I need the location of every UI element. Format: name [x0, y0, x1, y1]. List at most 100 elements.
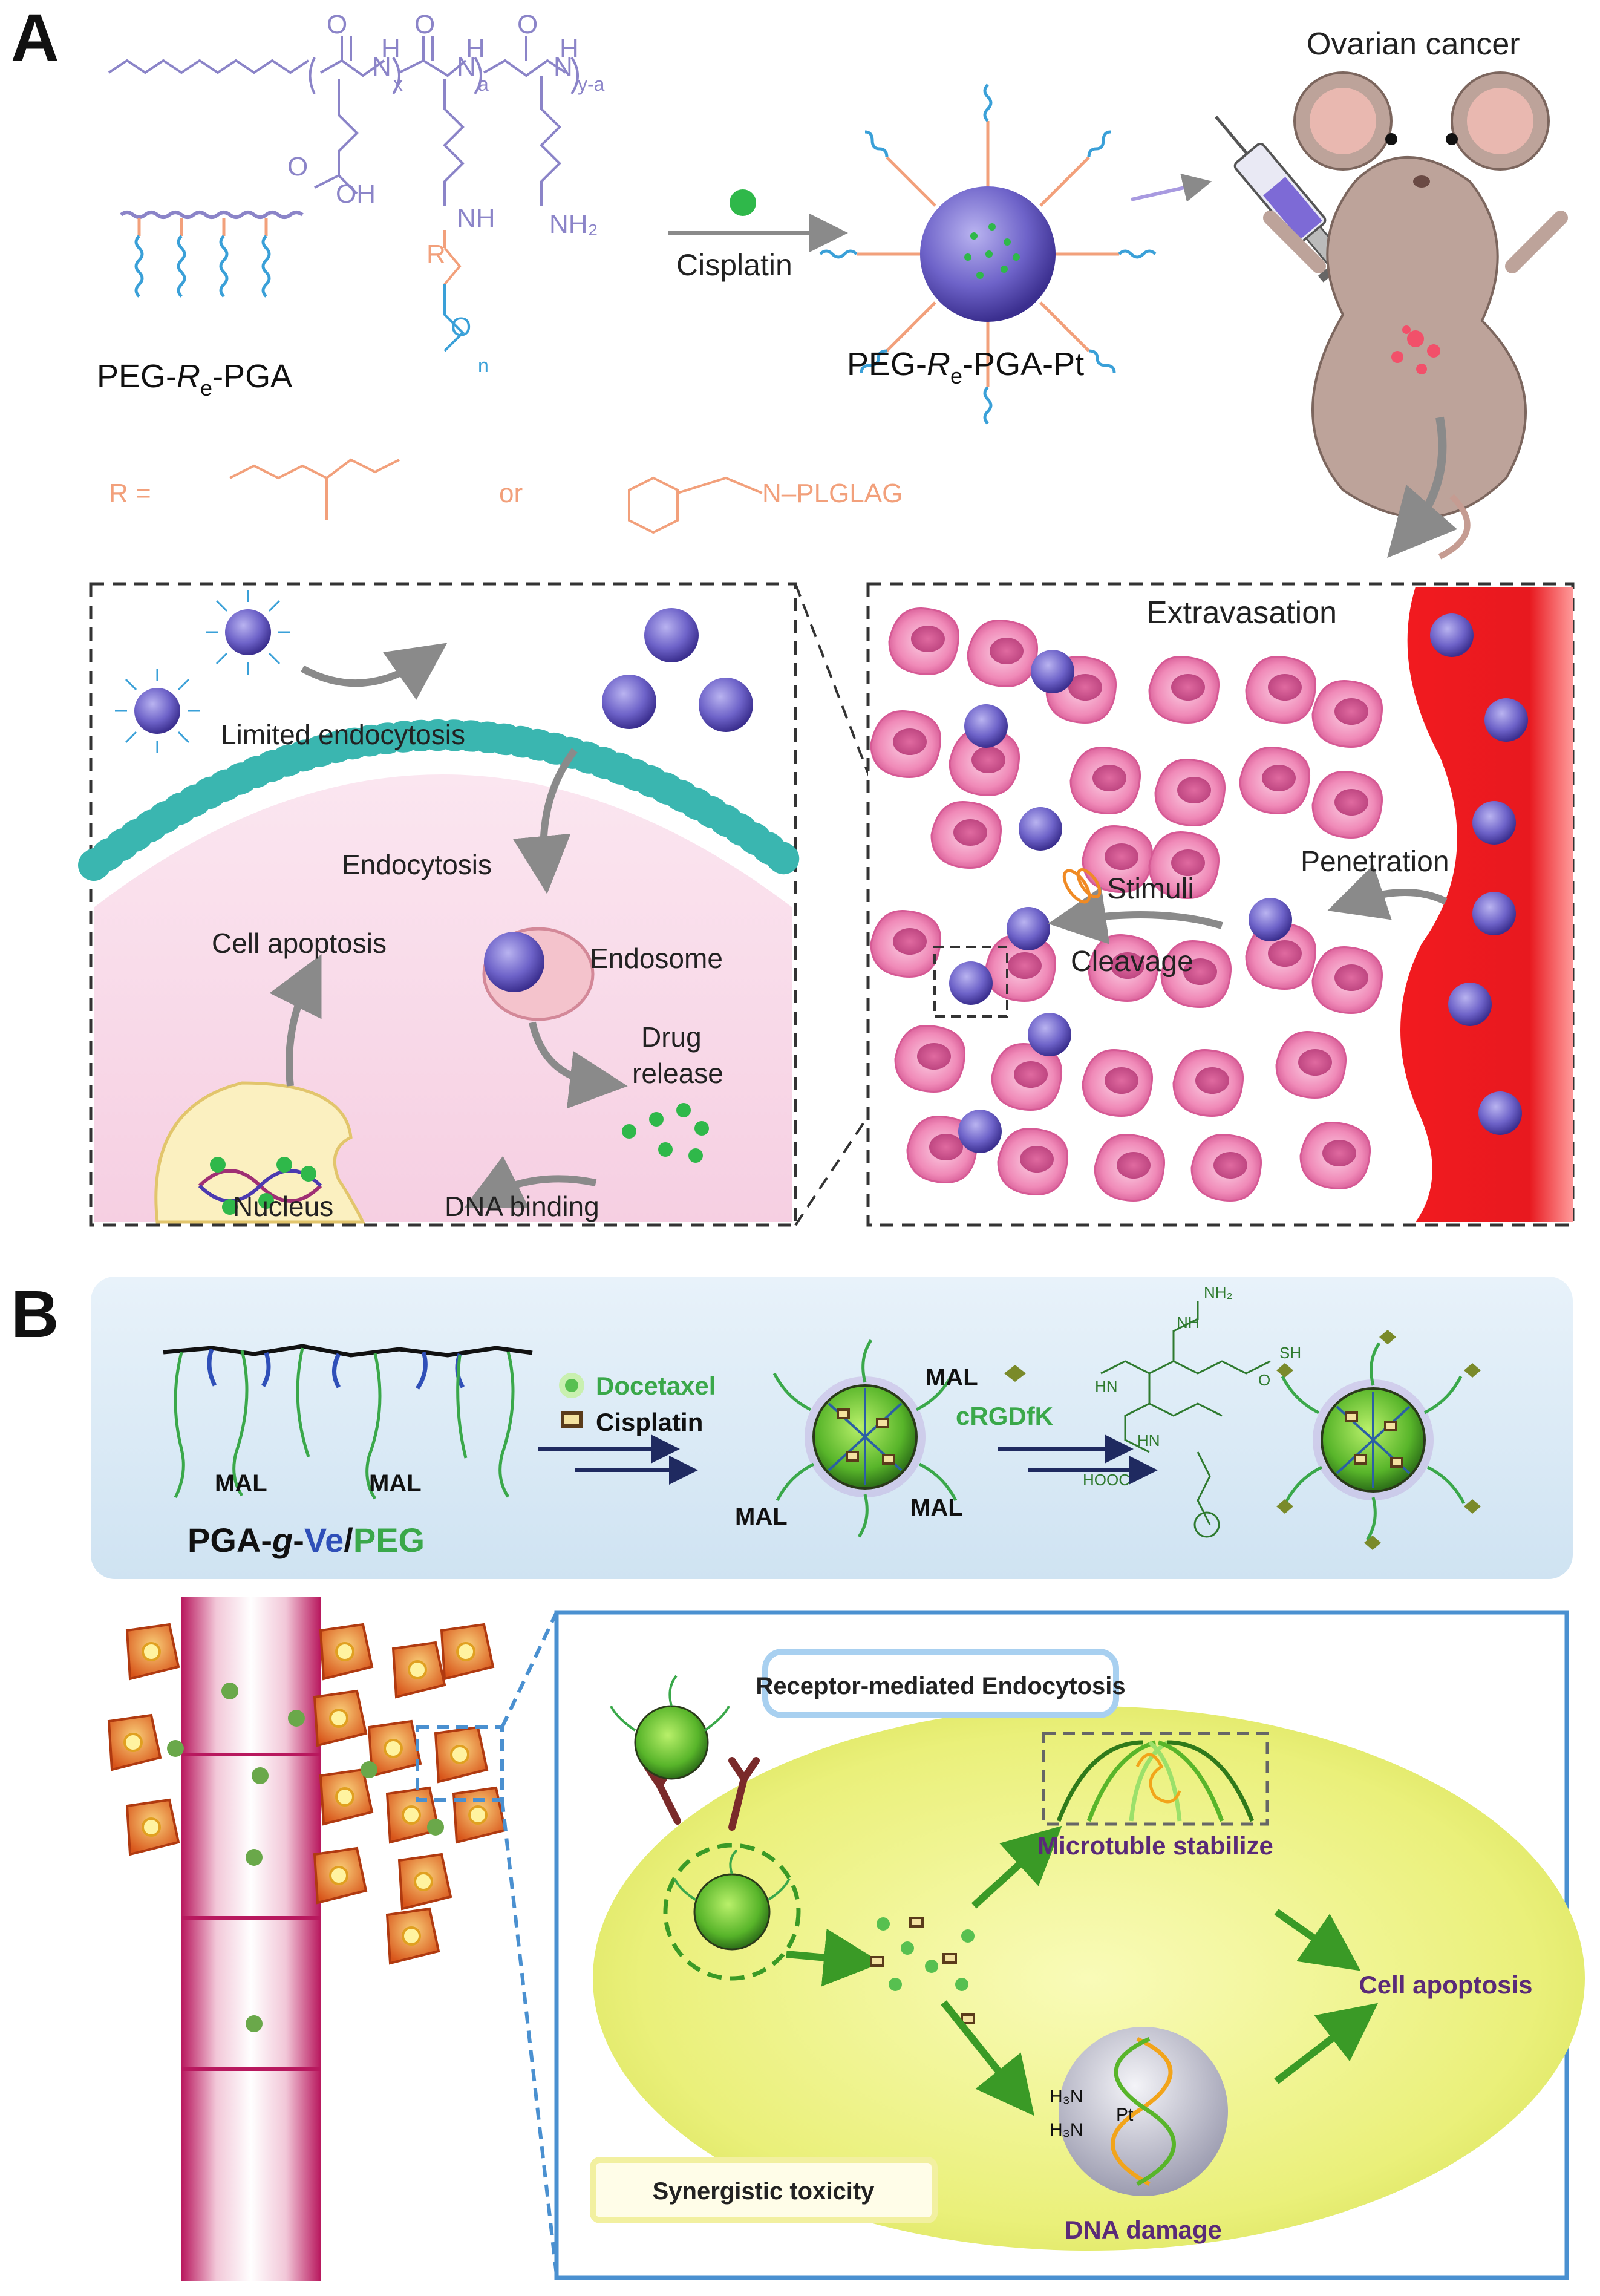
cell-uptake-panel: Limited endocytosis Endocytosis Cell apo…: [78, 582, 808, 1227]
cisplatin-label-b: Cisplatin: [596, 1408, 703, 1436]
dna-binding-label: DNA binding: [445, 1191, 599, 1222]
svg-text:y-a: y-a: [578, 73, 605, 95]
svg-text:NH₂: NH₂: [1204, 1283, 1233, 1301]
svg-text:H: H: [381, 34, 400, 64]
tumor-cell: [1311, 946, 1383, 1015]
receptor-endocytosis-label: Receptor-mediated Endocytosis: [756, 1673, 1125, 1699]
svg-text:x: x: [393, 73, 403, 95]
tissue-micelle: [1478, 1091, 1522, 1135]
stimuli-icon: [1062, 868, 1102, 904]
svg-text:SH: SH: [1279, 1344, 1301, 1362]
polymer-name: PEG-Re-PGA: [97, 358, 292, 401]
svg-text:O: O: [414, 10, 435, 39]
tumor-cell-orange: [440, 1623, 495, 1681]
panel-b-letter: B: [11, 1277, 59, 1352]
polymer-structure: [108, 36, 579, 352]
tumor-cell: [930, 800, 1002, 869]
micelle-endosome: [673, 1849, 791, 1951]
drug-label: Drug: [641, 1021, 702, 1053]
tumor-cell: [1094, 1133, 1166, 1202]
tumor-cell-orange: [319, 1768, 374, 1826]
injection-arrow: [1131, 173, 1212, 202]
tumor-cell-orange: [107, 1713, 162, 1771]
pga-polymer-icon: [163, 1344, 533, 1500]
tissue-micelle: [1472, 801, 1516, 845]
panel-b: B MAL MAL PGA-g-Ve/PEG Docetaxel: [11, 1277, 1585, 2281]
svg-text:H: H: [560, 34, 579, 64]
svg-text:HOOC: HOOC: [1083, 1471, 1130, 1489]
tissue-micelle: [1430, 613, 1474, 657]
mal-label-2: MAL: [369, 1470, 422, 1497]
mal-label-5: MAL: [910, 1494, 963, 1521]
polymer-chem-labels: O H N x O H N a O H N y-a O OH NH NH₂ R …: [287, 10, 605, 376]
tissue-micelle: [1031, 650, 1074, 693]
nucleus-label: Nucleus: [233, 1191, 333, 1222]
micelle-name: PEG-Re-PGA-Pt: [847, 346, 1084, 388]
svg-text:HN: HN: [1137, 1431, 1160, 1450]
dual-drug-micelle: [772, 1339, 958, 1538]
tumor-cell-orange: [367, 1719, 422, 1778]
penetration-label: Penetration: [1301, 846, 1449, 878]
synergistic-label: Synergistic toxicity: [653, 2178, 875, 2205]
svg-text:H₃N: H₃N: [1050, 2087, 1083, 2107]
tumor-cell-orange: [125, 1798, 180, 1856]
svg-text:R: R: [426, 240, 446, 269]
svg-text:N: N: [457, 52, 476, 82]
tumor-cell: [1148, 655, 1220, 724]
tumor-cell-orange: [434, 1725, 489, 1784]
tumor-cell-orange: [391, 1641, 446, 1699]
tumor-cell: [949, 728, 1020, 797]
tumor-cell-orange: [313, 1846, 368, 1905]
mechanism-panel: Receptor-mediated Endocytosis: [554, 1610, 1585, 2280]
tumor-cell: [1245, 655, 1317, 724]
tumor-cell: [1148, 831, 1220, 900]
tumor-cell: [870, 710, 942, 779]
tumor-cell: [985, 934, 1057, 1002]
panel-a: A O H N: [11, 1, 1575, 1227]
tissue-micelle: [1019, 807, 1062, 851]
micelle-binding: [610, 1675, 730, 1780]
tissue-micelle: [1448, 983, 1492, 1026]
limited-endocytosis-label: Limited endocytosis: [221, 719, 465, 750]
tumor-cell: [1190, 1133, 1262, 1202]
svg-text:O: O: [327, 10, 347, 39]
tumor-cell: [997, 1127, 1069, 1196]
svg-text:O: O: [287, 152, 308, 182]
crgdfk-structure: [1100, 1301, 1271, 1538]
svg-text:NH₂: NH₂: [549, 209, 598, 239]
tissue-micelle: [1028, 1013, 1071, 1056]
mouse-icon: [1263, 71, 1568, 560]
microtuble-label: Microtuble stabilize: [1037, 1831, 1273, 1860]
endosome-label: Endosome: [590, 943, 723, 974]
mal-label-4: MAL: [735, 1503, 788, 1530]
pga-polymer-name: PGA-g-Ve/PEG: [188, 1521, 425, 1559]
tissue-micelle: [1472, 892, 1516, 935]
tumor-cell: [1082, 1048, 1154, 1117]
comb-polymer-icon: [120, 211, 304, 298]
tissue-micelle: [1249, 898, 1292, 941]
tissue-micelle: [958, 1110, 1002, 1153]
stimuli-label: Stimuli: [1107, 873, 1194, 905]
crgdfk-label: cRGDfK: [956, 1402, 1053, 1430]
mal-label-1: MAL: [215, 1470, 267, 1497]
tissue-micelle: [964, 704, 1008, 748]
tumor-cell: [894, 1024, 966, 1093]
tumor-cell: [1172, 1048, 1244, 1117]
svg-text:NH: NH: [1177, 1313, 1200, 1332]
tumor-cell-orange: [319, 1623, 374, 1681]
cell-apoptosis-b-label: Cell apoptosis: [1359, 1971, 1532, 1999]
tumor-cell: [870, 909, 942, 978]
svg-text:R =: R =: [109, 479, 151, 508]
svg-text:O: O: [517, 10, 538, 39]
tumor-cell-orange: [397, 1853, 452, 1911]
svg-text:a: a: [478, 73, 489, 95]
cleavage-label: Cleavage: [1071, 946, 1193, 978]
micelle-outside-2: [115, 669, 200, 753]
mal-label-3: MAL: [926, 1364, 978, 1391]
svg-text:O: O: [451, 312, 471, 342]
targeted-micelle: [1276, 1330, 1481, 1550]
tumor-cell: [888, 607, 960, 676]
release-label: release: [632, 1058, 723, 1089]
tumor-cell: [1299, 1121, 1371, 1190]
